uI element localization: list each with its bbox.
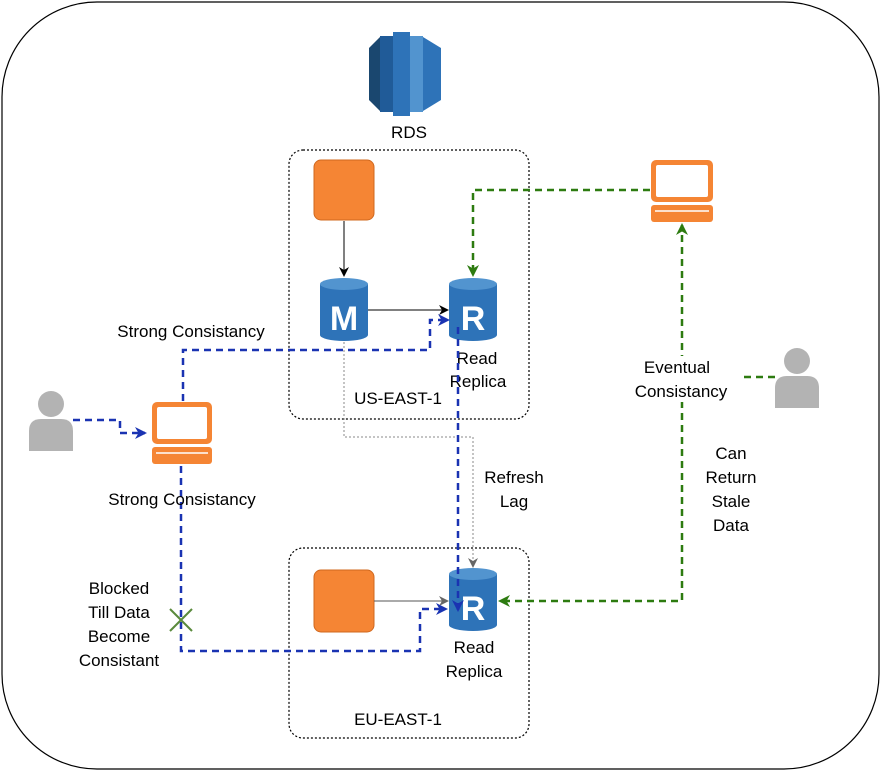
right-user-icon xyxy=(775,348,819,408)
blocked-label-line1: Blocked xyxy=(89,579,149,598)
eventual-read-us-flow xyxy=(467,188,650,277)
us-instance-icon xyxy=(313,159,375,221)
master-database-icon: M xyxy=(320,278,368,341)
eu-east-region xyxy=(288,547,530,739)
strong-read-eu-flow xyxy=(179,466,448,653)
stale-data-label-line4: Data xyxy=(713,516,749,535)
eu-replica-database-icon: R xyxy=(449,568,497,631)
blocked-label-line2: Till Data xyxy=(88,603,150,622)
us-replica-label-line1: Read xyxy=(457,349,498,368)
user-to-right-client-flow xyxy=(676,223,775,379)
eventual-read-eu-flow xyxy=(498,377,684,607)
right-client-desktop-icon xyxy=(651,160,713,222)
master-letter: M xyxy=(330,300,358,338)
strong-consistency-top-label: Strong Consistancy xyxy=(117,322,265,341)
us-replica-letter: R xyxy=(461,300,486,338)
user-to-client-flow xyxy=(73,418,147,439)
left-client-desktop-icon xyxy=(152,402,212,464)
eventual-label-bg xyxy=(625,356,740,402)
eventual-label-line1: Eventual xyxy=(644,358,710,377)
eventual-label-line2: Consistancy xyxy=(635,382,728,401)
refresh-lag-label-line2: Lag xyxy=(500,492,528,511)
eu-region-label: EU-EAST-1 xyxy=(354,710,442,729)
us-replica-label-line2: Replica xyxy=(450,372,507,391)
eu-replica-label-line2: Replica xyxy=(446,662,503,681)
stale-data-label-line3: Stale xyxy=(712,492,751,511)
stale-data-label-line1: Can xyxy=(715,444,746,463)
us-region-label: US-EAST-1 xyxy=(354,389,442,408)
rds-icon xyxy=(369,32,441,116)
blocked-label-line3: Become xyxy=(88,627,150,646)
strong-consistency-bottom-label: Strong Consistancy xyxy=(108,490,256,509)
blocked-label-line4: Consistant xyxy=(79,651,160,670)
left-user-icon xyxy=(29,391,73,451)
us-replica-database-icon: R xyxy=(449,278,497,341)
eu-replica-letter: R xyxy=(461,590,486,628)
stale-data-label-line2: Return xyxy=(705,468,756,487)
rds-label: RDS xyxy=(391,123,427,142)
us-east-region xyxy=(288,149,530,420)
blocked-cross-icon xyxy=(169,608,193,632)
refresh-lag-connector xyxy=(343,342,478,568)
refresh-lag-label-line1: Refresh xyxy=(484,468,544,487)
eu-instance-icon xyxy=(313,569,375,633)
eu-replica-label-line1: Read xyxy=(454,638,495,657)
